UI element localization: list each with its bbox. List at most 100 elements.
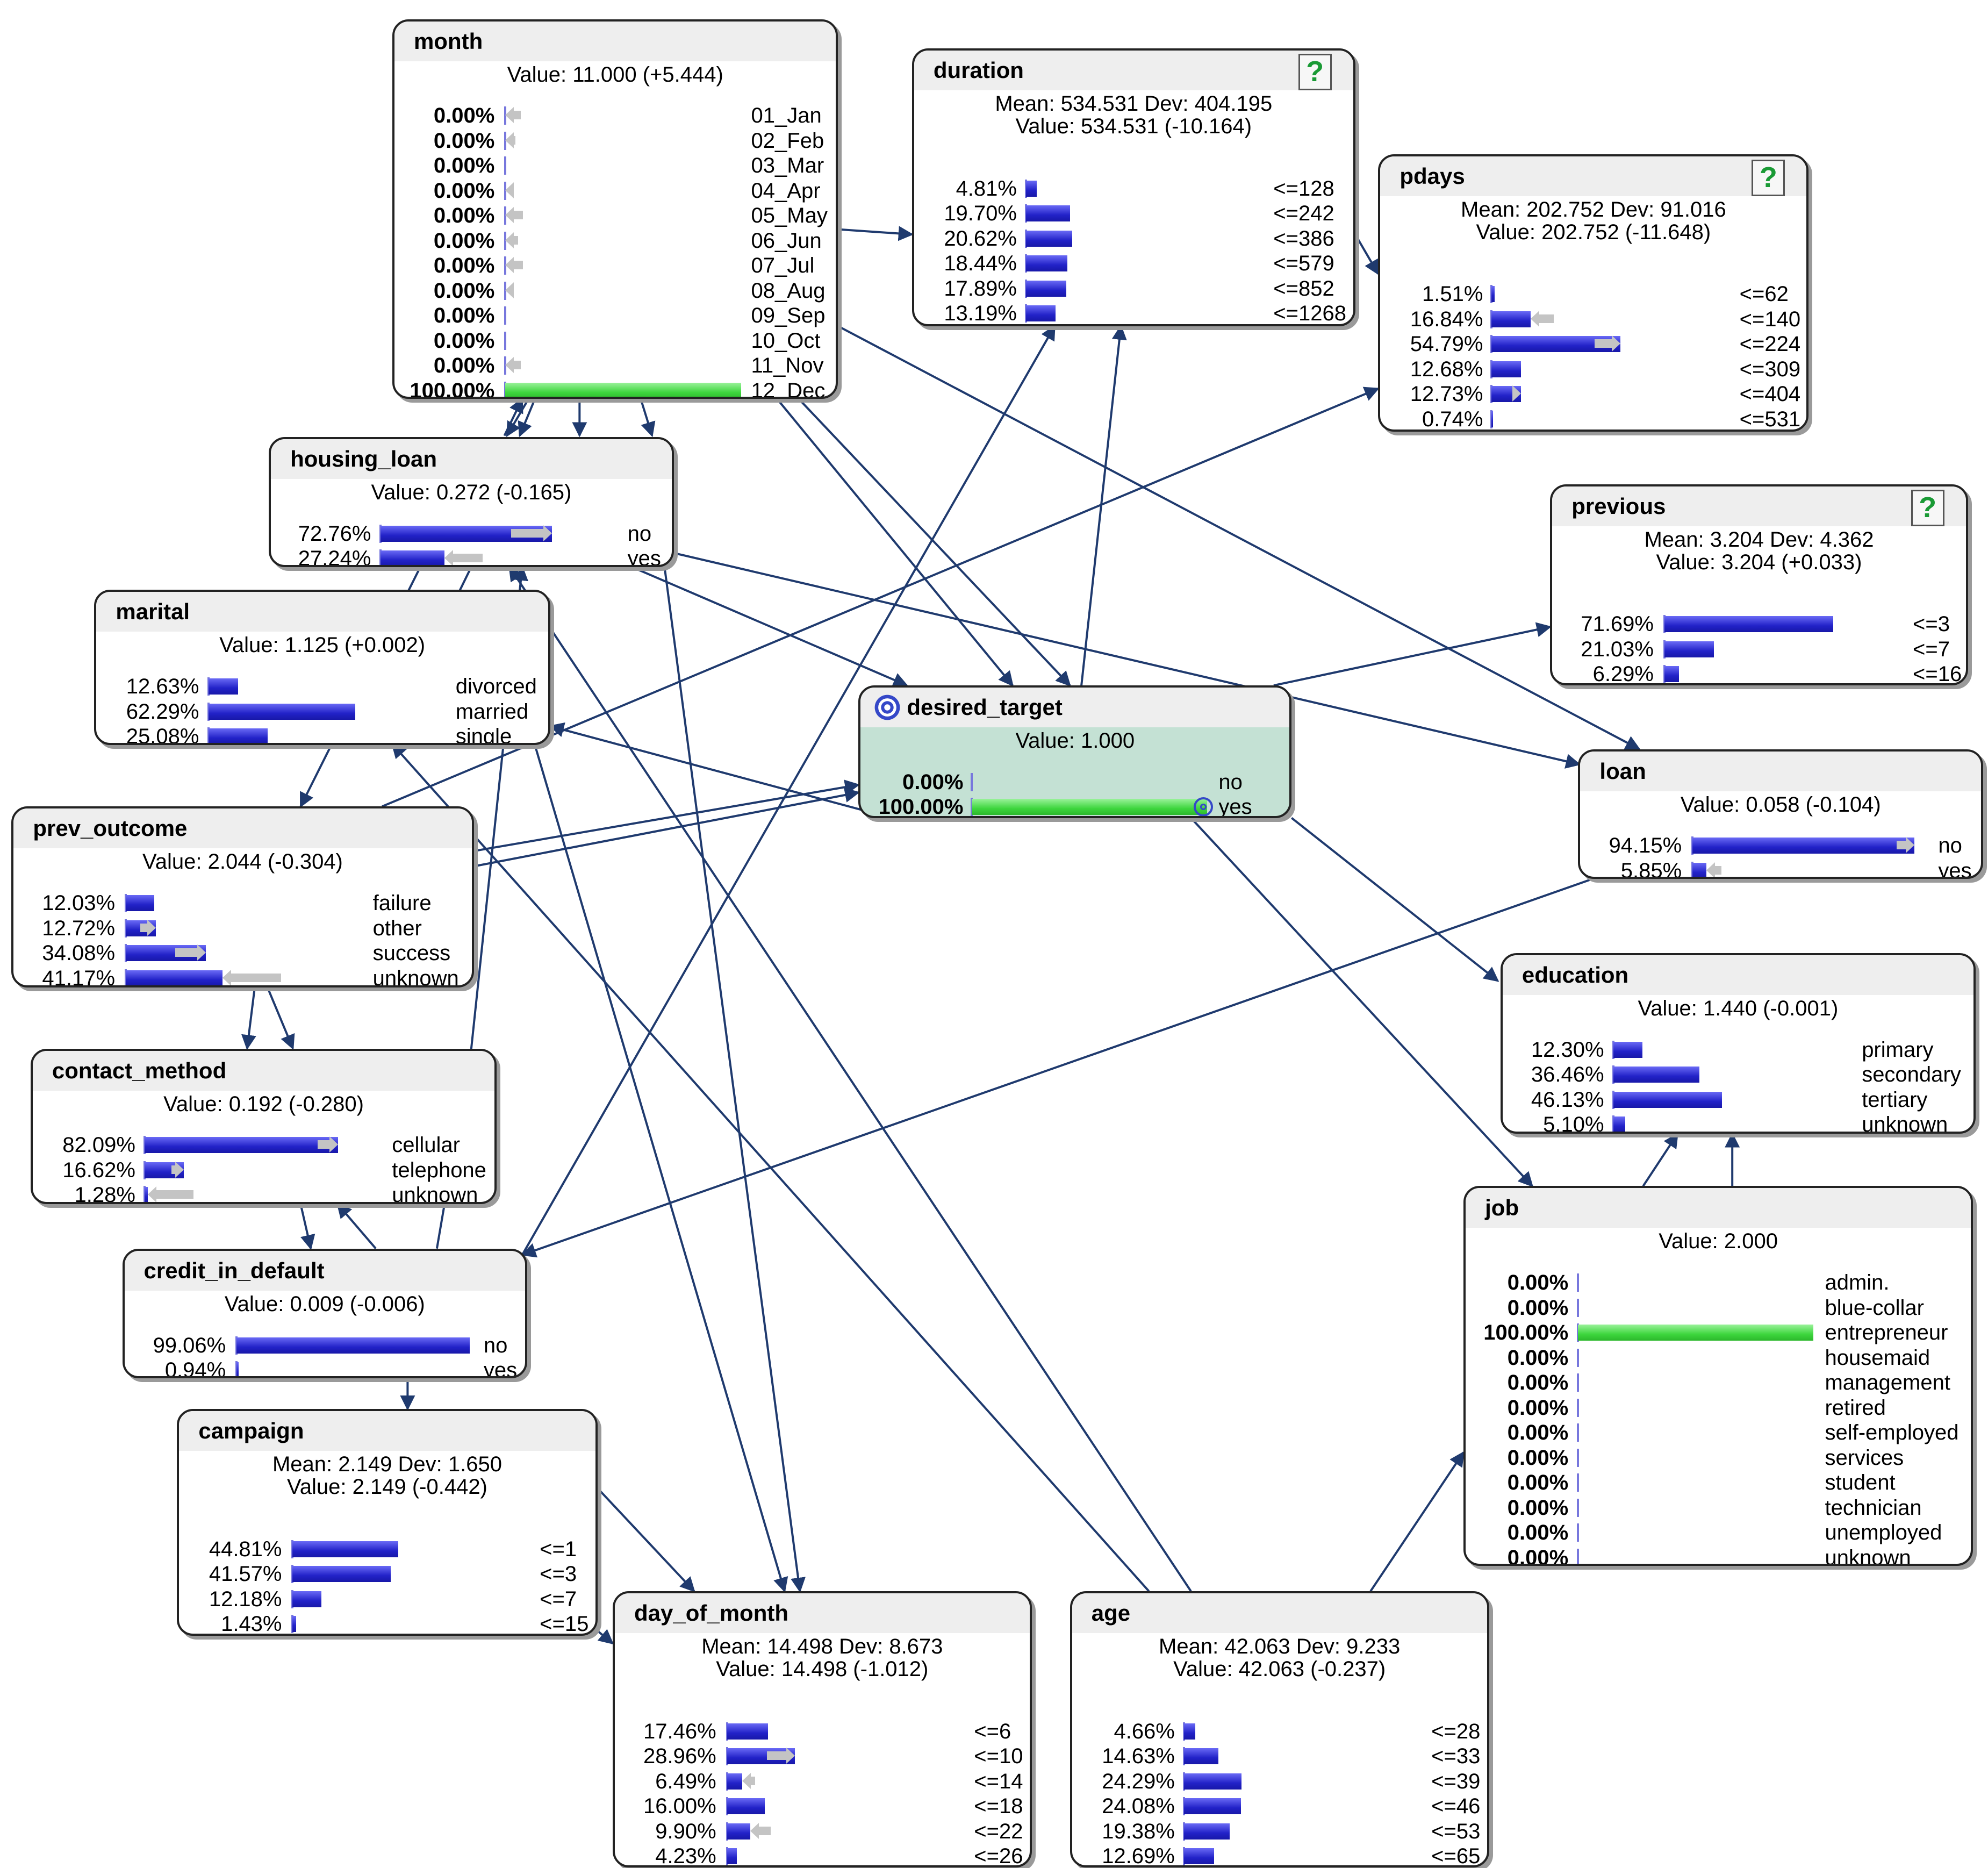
state-row[interactable]: 0.00%05_May: [394, 203, 836, 228]
state-row[interactable]: 0.00%technician: [1466, 1495, 1971, 1521]
state-row[interactable]: 100.00%12_Dec: [394, 378, 836, 397]
state-row[interactable]: 12.69%<=65: [1072, 1844, 1487, 1865]
state-row[interactable]: 17.46%<=6: [615, 1719, 1030, 1744]
state-row[interactable]: 13.19%<=1268: [914, 301, 1353, 324]
state-row[interactable]: 19.38%<=53: [1072, 1819, 1487, 1844]
state-row[interactable]: 46.13%tertiary: [1503, 1087, 1973, 1113]
state-row[interactable]: 12.72%other: [13, 916, 471, 941]
state-row[interactable]: 1.28%unknown: [33, 1183, 494, 1202]
state-row[interactable]: 0.00%01_Jan: [394, 103, 836, 128]
state-row[interactable]: 0.00%unemployed: [1466, 1520, 1971, 1545]
state-row[interactable]: 16.84%<=140: [1380, 307, 1806, 332]
node-header[interactable]: education: [1502, 955, 1973, 995]
state-row[interactable]: 24.08%<=46: [1072, 1794, 1487, 1819]
node-header[interactable]: prev_outcome: [13, 808, 472, 849]
state-row[interactable]: 28.96%<=10: [615, 1744, 1030, 1769]
state-row[interactable]: 12.18%<=7: [179, 1587, 595, 1612]
state-row[interactable]: 4.66%<=28: [1072, 1719, 1487, 1744]
node-header[interactable]: month: [394, 21, 836, 61]
state-row[interactable]: 44.81%<=1: [179, 1537, 595, 1562]
state-row[interactable]: 1.43%<=15: [179, 1612, 595, 1634]
state-row[interactable]: 41.57%<=3: [179, 1562, 595, 1587]
state-row[interactable]: 0.00%management: [1466, 1370, 1971, 1395]
node-header[interactable]: job: [1466, 1188, 1971, 1228]
state-row[interactable]: 0.00%no: [860, 770, 1289, 795]
state-row[interactable]: 6.29%<=16: [1552, 662, 1965, 684]
node-header[interactable]: previous?: [1552, 486, 1966, 526]
help-icon[interactable]: ?: [1911, 489, 1944, 526]
state-row[interactable]: 14.63%<=33: [1072, 1744, 1487, 1769]
node-header[interactable]: duration?: [914, 51, 1353, 91]
state-row[interactable]: 34.08%success: [13, 941, 471, 966]
state-row[interactable]: 0.00%student: [1466, 1470, 1971, 1495]
state-row[interactable]: 0.00%07_Jul: [394, 253, 836, 278]
node-header[interactable]: loan: [1580, 751, 1982, 791]
state-row[interactable]: 12.30%primary: [1503, 1037, 1973, 1063]
help-icon[interactable]: ?: [1752, 159, 1785, 196]
state-row[interactable]: 72.76%no: [271, 521, 672, 547]
state-row[interactable]: 54.79%<=224: [1380, 332, 1806, 357]
node-header[interactable]: desired_target: [860, 688, 1290, 728]
state-row[interactable]: 0.00%11_Nov: [394, 353, 836, 378]
state-row[interactable]: 21.03%<=7: [1552, 637, 1965, 662]
state-row[interactable]: 0.00%services: [1466, 1445, 1971, 1471]
state-row[interactable]: 0.00%retired: [1466, 1395, 1971, 1421]
state-row[interactable]: 4.81%<=128: [914, 176, 1353, 202]
state-row[interactable]: 0.00%06_Jun: [394, 228, 836, 254]
state-row[interactable]: 82.09%cellular: [33, 1133, 494, 1158]
state-row[interactable]: 94.15%no: [1580, 833, 1981, 858]
state-row[interactable]: 6.49%<=14: [615, 1769, 1030, 1794]
state-row[interactable]: 16.00%<=18: [615, 1794, 1030, 1819]
state-row[interactable]: 1.51%<=62: [1380, 282, 1806, 307]
state-row[interactable]: 9.90%<=22: [615, 1819, 1030, 1844]
node-header[interactable]: age: [1072, 1593, 1487, 1634]
state-row[interactable]: 0.00%self-employed: [1466, 1420, 1971, 1445]
state-row[interactable]: 20.62%<=386: [914, 226, 1353, 252]
state-row[interactable]: 0.00%10_Oct: [394, 328, 836, 354]
state-row[interactable]: 17.89%<=852: [914, 276, 1353, 302]
state-row[interactable]: 4.23%<=26: [615, 1844, 1030, 1865]
state-row[interactable]: 0.94%yes: [125, 1358, 526, 1377]
state-row[interactable]: 16.62%telephone: [33, 1158, 494, 1183]
state-row[interactable]: 36.46%secondary: [1503, 1062, 1973, 1087]
node-header[interactable]: contact_method: [32, 1050, 495, 1091]
state-row[interactable]: 5.85%yes: [1580, 858, 1981, 877]
state-row[interactable]: 0.00%08_Aug: [394, 278, 836, 304]
state-row[interactable]: 0.00%admin.: [1466, 1270, 1971, 1296]
node-header[interactable]: pdays?: [1380, 156, 1807, 196]
state-row[interactable]: 25.08%single: [96, 724, 548, 743]
state-row[interactable]: 5.10%unknown: [1503, 1112, 1973, 1132]
help-icon[interactable]: ?: [1298, 54, 1332, 91]
node-header[interactable]: marital: [96, 592, 548, 632]
state-row[interactable]: 12.68%<=309: [1380, 357, 1806, 382]
node-header[interactable]: day_of_month: [614, 1593, 1030, 1634]
state-row[interactable]: 41.17%unknown: [13, 966, 471, 985]
state-row[interactable]: 0.00%04_Apr: [394, 178, 836, 204]
node-header[interactable]: campaign: [179, 1411, 595, 1451]
state-row[interactable]: 18.44%<=579: [914, 251, 1353, 276]
state-row[interactable]: 19.70%<=242: [914, 201, 1353, 226]
state-row[interactable]: 0.00%03_Mar: [394, 153, 836, 178]
state-row[interactable]: 0.00%02_Feb: [394, 128, 836, 154]
state-row[interactable]: 0.00%09_Sep: [394, 303, 836, 328]
state-row[interactable]: 12.03%failure: [13, 891, 471, 916]
state-row[interactable]: 12.63%divorced: [96, 674, 548, 699]
state-row[interactable]: 27.24%yes: [271, 546, 672, 565]
state-row[interactable]: 62.29%married: [96, 699, 548, 725]
state-row[interactable]: 100.00%entrepreneur: [1466, 1320, 1971, 1345]
state-row[interactable]: 0.00%unknown: [1466, 1545, 1971, 1564]
state-row[interactable]: 71.69%<=3: [1552, 612, 1965, 637]
state-row[interactable]: 99.06%no: [125, 1333, 526, 1358]
state-row[interactable]: 0.74%<=531: [1380, 407, 1806, 430]
